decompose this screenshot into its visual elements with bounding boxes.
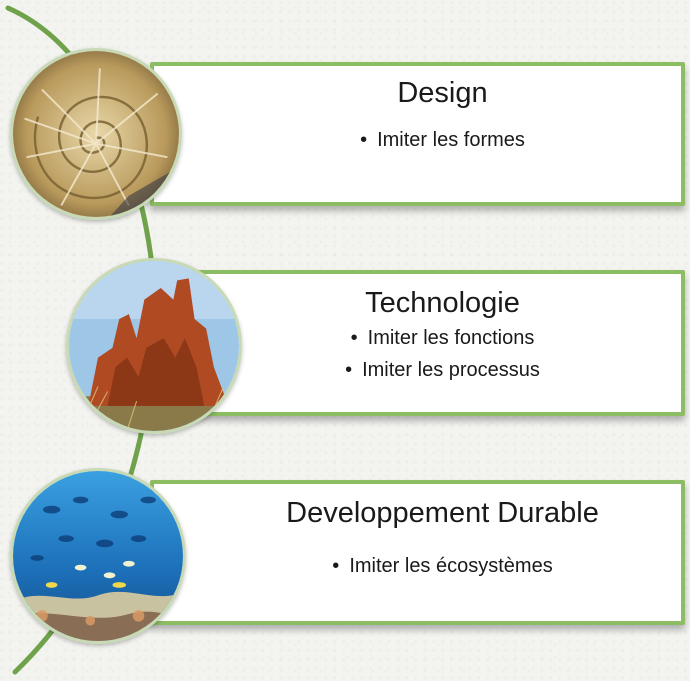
technologie-bullets: •Imiter les fonctions •Imiter les proces… xyxy=(154,322,681,386)
developpement-bullets: •Imiter les écosystèmes xyxy=(154,550,681,582)
developpement-bullet: •Imiter les écosystèmes xyxy=(332,555,553,577)
technologie-title: Technologie xyxy=(365,287,520,319)
technologie-bullet: •Imiter les processus xyxy=(345,359,540,381)
coral-reef-image xyxy=(10,468,186,644)
developpement-card: Developpement Durable •Imiter les écosys… xyxy=(150,480,685,625)
design-card: Design •Imiter les formes xyxy=(150,62,685,206)
nautilus-shell-image xyxy=(10,48,182,220)
technologie-bullet: •Imiter les fonctions xyxy=(350,327,535,349)
design-title: Design xyxy=(397,77,488,109)
developpement-title: Developpement Durable xyxy=(286,497,599,529)
termite-mound-image xyxy=(66,258,242,434)
design-bullet: •Imiter les formes xyxy=(360,129,525,151)
design-bullets: •Imiter les formes xyxy=(154,124,681,156)
